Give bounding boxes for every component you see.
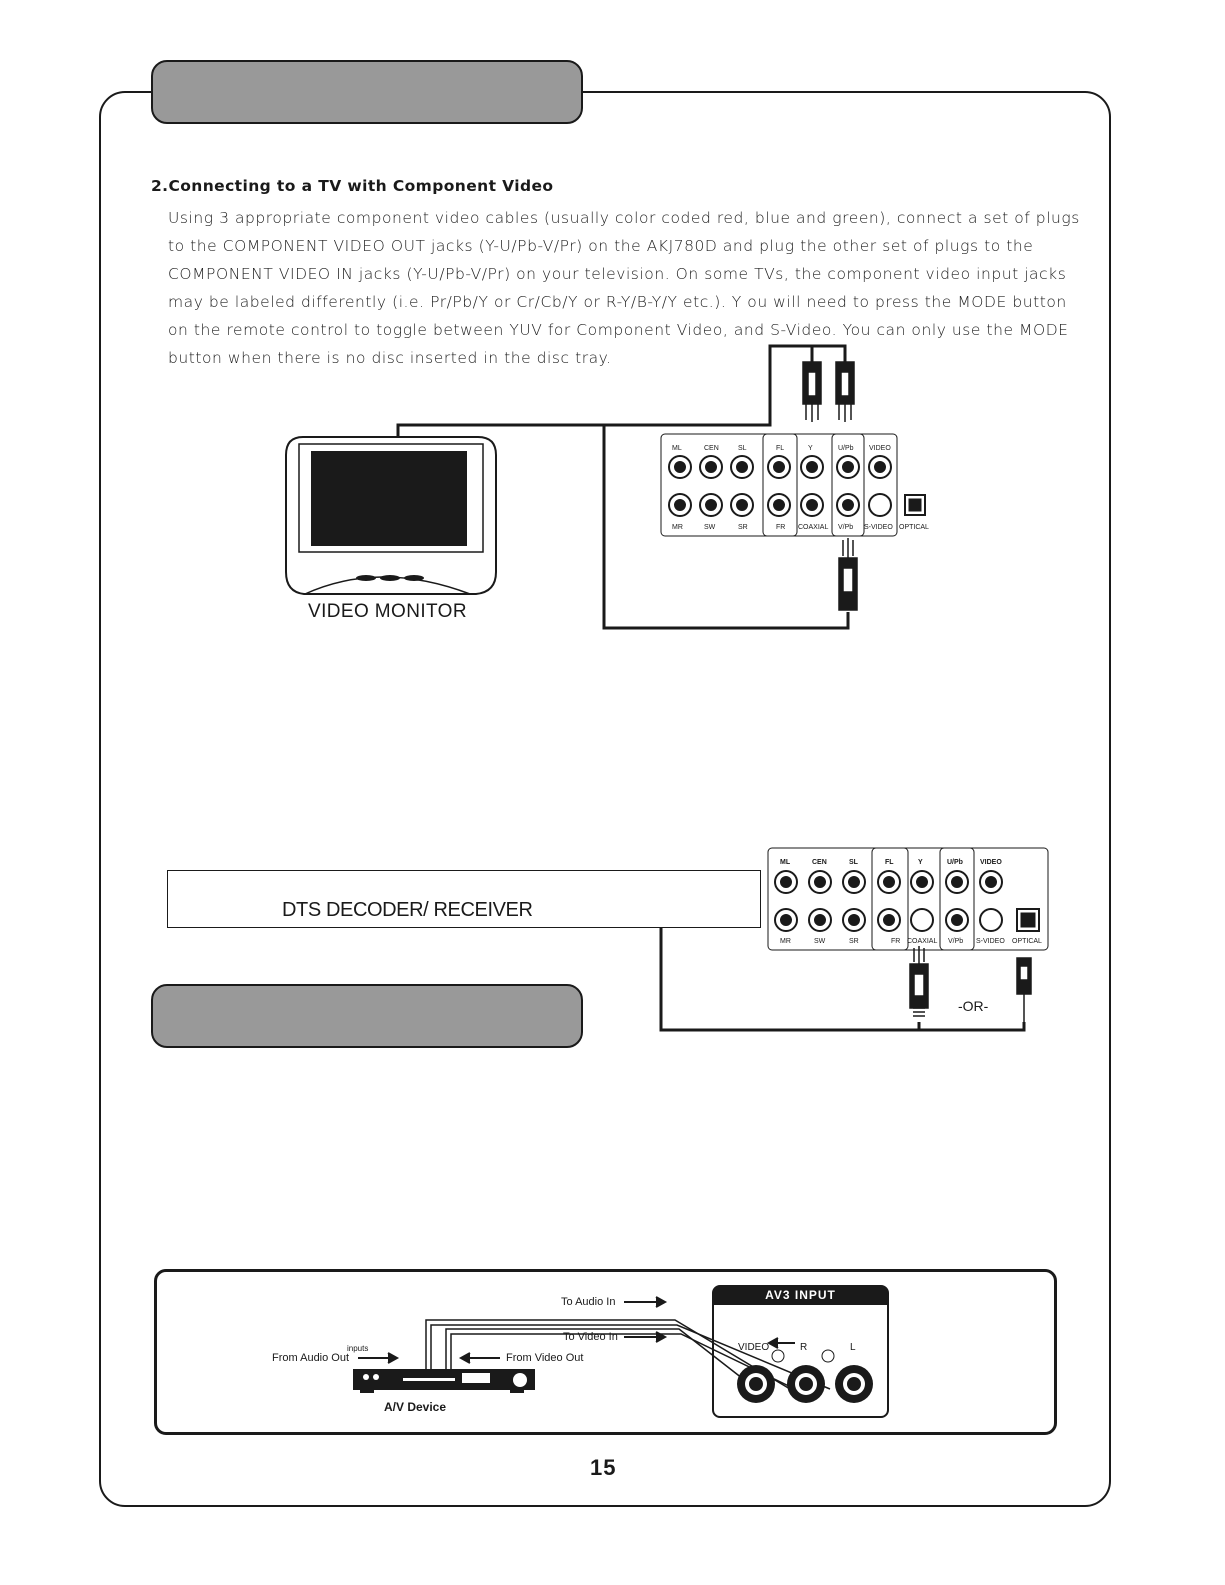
jack-label: S-VIDEO (864, 524, 893, 531)
section-paragraph: Using 3 appropriate component video cabl… (168, 204, 1088, 372)
paragraph-line: COMPONENT VIDEO IN jacks (Y-U/Pb-V/Pr) o… (168, 265, 1067, 283)
jack-label: V/Pb (838, 524, 853, 531)
jack-label: ML (672, 445, 682, 452)
tv-panel-labels: ML CEN SL FL Y U/Pb VIDEO MR SW SR FR CO… (672, 445, 929, 531)
av-device-illustration (353, 1369, 535, 1393)
or-label: -OR- (958, 998, 989, 1014)
av3-video-label: VIDEO (738, 1342, 770, 1353)
header-tab-top (151, 60, 583, 124)
jack-label: Y (808, 445, 813, 452)
jack-label: U/Pb (947, 859, 963, 866)
section-heading: 2.Connecting to a TV with Component Vide… (151, 177, 554, 195)
video-monitor-illustration (285, 436, 497, 595)
paragraph-line: may be labeled differently (i.e. Pr/Pb/Y… (168, 293, 1067, 311)
jack-label: SW (704, 524, 716, 531)
jack-label: SR (738, 524, 748, 531)
jack-label: U/Pb (838, 445, 854, 452)
paragraph-line: button when there is no disc inserted in… (168, 349, 612, 367)
av3-l-label: L (850, 1342, 856, 1353)
jack-label: V/Pb (948, 938, 963, 945)
page-number: 15 (590, 1455, 617, 1480)
jack-label: COAXIAL (907, 938, 937, 945)
jack-label: FL (776, 445, 784, 452)
page-frame (99, 91, 1111, 1507)
jack-label: SW (814, 938, 826, 945)
paragraph-line: to the COMPONENT VIDEO OUT jacks (Y-U/Pb… (168, 237, 1034, 255)
from-video-out-label: From Video Out (506, 1352, 584, 1364)
av-diagram-frame (154, 1269, 1057, 1435)
decoder-panel-labels: ML CEN SL FL Y U/Pb VIDEO MR SW SR FR CO… (780, 859, 1042, 945)
jack-label: FR (891, 938, 900, 945)
jack-label: Y (918, 859, 923, 866)
to-video-in-label: To Video In (563, 1331, 618, 1343)
decoder-jack-panel (767, 847, 1049, 951)
jack-label: MR (780, 938, 791, 945)
jack-label: OPTICAL (899, 524, 929, 531)
dts-decoder-label: DTS DECODER/ RECEIVER (282, 899, 533, 921)
dts-decoder-box (167, 870, 761, 928)
jack-label: MR (672, 524, 683, 531)
header-tab-middle (151, 984, 583, 1048)
paragraph-line: on the remote control to toggle between … (168, 321, 1069, 339)
jack-label: SL (738, 445, 747, 452)
jack-label: CEN (812, 859, 827, 866)
av3-input-jacks (737, 1349, 873, 1403)
jack-label: FL (885, 859, 894, 866)
jack-label: VIDEO (980, 859, 1002, 866)
av3-input-title: AV3 INPUT (713, 1286, 888, 1305)
jack-label: VIDEO (869, 445, 891, 452)
jack-label: ML (780, 859, 791, 866)
from-audio-out-label: From Audio Out (272, 1352, 350, 1364)
video-monitor-label: VIDEO MONITOR (308, 601, 467, 622)
jack-label: CEN (704, 445, 719, 452)
tv-jack-panel (660, 433, 926, 537)
jack-label: SL (849, 859, 859, 866)
to-audio-in-label: To Audio In (561, 1296, 616, 1308)
jack-label: OPTICAL (1012, 938, 1042, 945)
av3-r-label: R (800, 1342, 808, 1353)
jack-label: COAXIAL (798, 524, 828, 531)
jack-label: SR (849, 938, 859, 945)
av-device-label: A/V Device (384, 1400, 447, 1414)
jack-label: S-VIDEO (976, 938, 1005, 945)
jack-label: FR (776, 524, 785, 531)
inputs-label: inputs (347, 1344, 369, 1353)
paragraph-line: Using 3 appropriate component video cabl… (168, 209, 1080, 227)
